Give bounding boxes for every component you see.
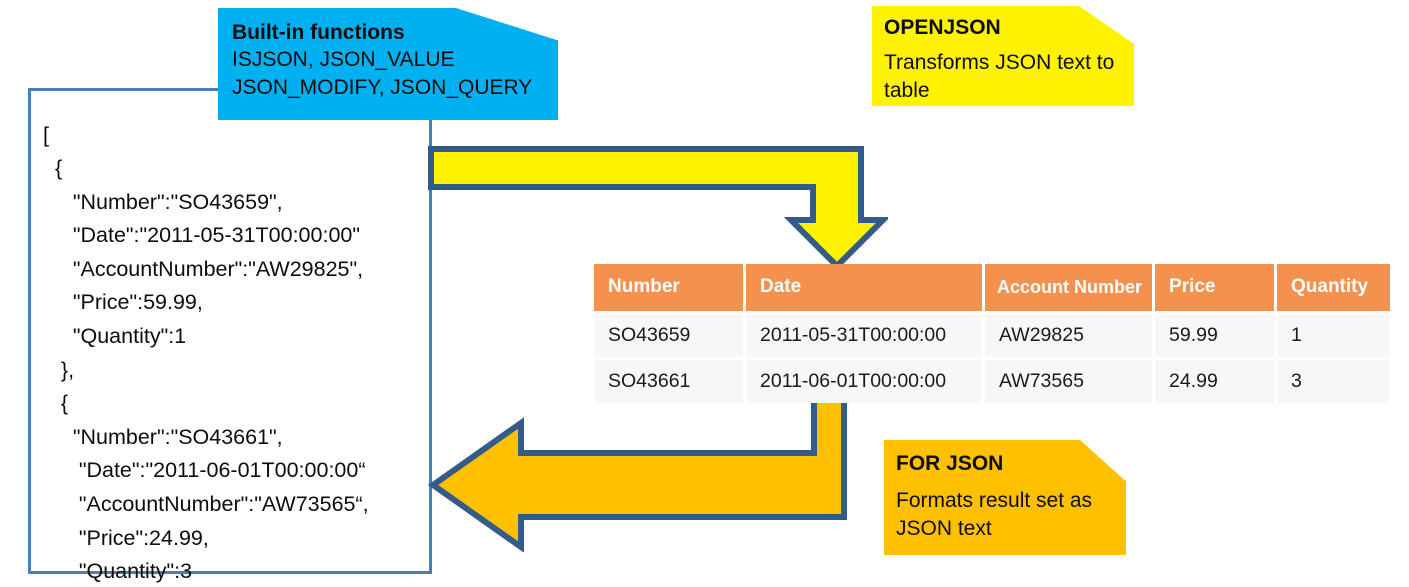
cell-date: 2011-06-01T00:00:00	[744, 357, 985, 403]
callout-for-json-body: Formats result set as JSON text	[896, 489, 1093, 540]
table-row: SO43661 2011-06-01T00:00:00 AW73565 24.9…	[594, 357, 1390, 403]
callout-openjson: OPENJSON Transforms JSON text to table	[872, 6, 1134, 106]
callout-built-in-functions: Built-in functions ISJSON, JSON_VALUE JS…	[218, 8, 558, 120]
callout-openjson-title: OPENJSON	[884, 16, 1001, 39]
cell-quantity: 1	[1275, 311, 1390, 359]
callout-openjson-body: Transforms JSON text to table	[884, 51, 1115, 102]
cell-account-number: AW73565	[983, 357, 1155, 403]
result-set-table: Number Date Account Number Price Quantit…	[594, 264, 1390, 403]
column-header-number[interactable]: Number	[594, 264, 746, 313]
cell-number: SO43661	[594, 357, 746, 403]
callout-for-json-title: FOR JSON	[896, 452, 1004, 475]
cell-price: 59.99	[1153, 311, 1277, 359]
cell-account-number: AW29825	[983, 311, 1155, 359]
callout-for-json: FOR JSON Formats result set as JSON text	[884, 440, 1126, 555]
column-header-account-number[interactable]: Account Number	[983, 264, 1155, 313]
column-header-price[interactable]: Price	[1153, 264, 1277, 313]
cell-quantity: 3	[1275, 357, 1390, 403]
table-header-row: Number Date Account Number Price Quantit…	[594, 264, 1390, 313]
json-document-box: [ { "Number":"SO43659", "Date":"2011-05-…	[28, 88, 432, 583]
json-document-text: [ { "Number":"SO43659", "Date":"2011-05-…	[43, 122, 369, 584]
for-json-elbow-arrow-icon	[428, 392, 847, 552]
table-row: SO43659 2011-05-31T00:00:00 AW29825 59.9…	[594, 311, 1390, 359]
column-header-date[interactable]: Date	[744, 264, 985, 313]
cell-price: 24.99	[1153, 357, 1277, 403]
cell-number: SO43659	[594, 311, 746, 359]
callout-built-in-functions-line2: JSON_MODIFY, JSON_QUERY	[232, 76, 533, 99]
cell-date: 2011-05-31T00:00:00	[744, 311, 985, 359]
callout-built-in-functions-title: Built-in functions	[232, 21, 405, 44]
openjson-elbow-arrow-icon	[428, 146, 888, 271]
column-header-quantity[interactable]: Quantity	[1275, 264, 1390, 313]
callout-built-in-functions-line1: ISJSON, JSON_VALUE	[232, 48, 455, 71]
